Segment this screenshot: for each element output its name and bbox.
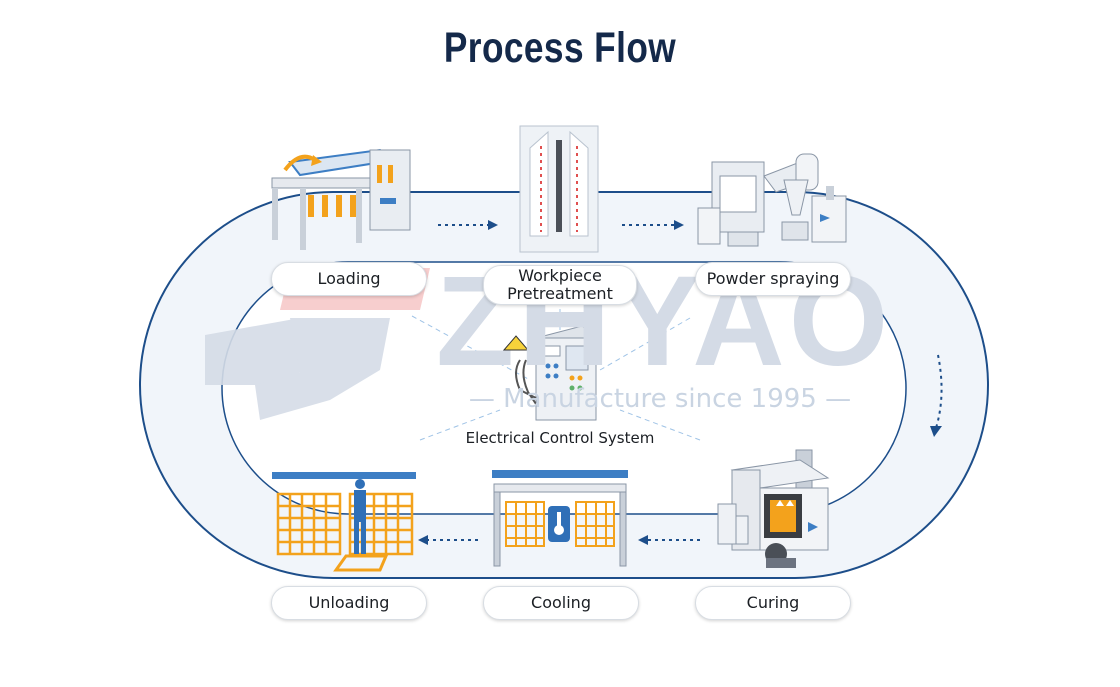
cooling-illustration bbox=[492, 470, 628, 567]
watermark-tagline: — Manufacture since 1995 — bbox=[468, 384, 852, 414]
page-title: Process Flow bbox=[443, 24, 677, 72]
control-cabinet-illustration bbox=[502, 325, 602, 421]
step-label-unloading: Unloading bbox=[271, 586, 427, 620]
step-label-pretreatment: Workpiece Pretreatment bbox=[483, 265, 637, 305]
flow-arrows bbox=[428, 224, 943, 541]
step-label-loading: Loading bbox=[271, 262, 427, 296]
unloading-illustration bbox=[272, 472, 416, 572]
step-label-curing: Curing bbox=[695, 586, 851, 620]
step-label-powder-spraying: Powder spraying bbox=[695, 262, 851, 296]
loading-station-illustration bbox=[271, 148, 411, 250]
step-label-cooling: Cooling bbox=[483, 586, 639, 620]
curing-oven-illustration bbox=[717, 449, 830, 568]
powder-spraying-illustration bbox=[697, 153, 847, 247]
center-connectors bbox=[411, 300, 701, 441]
arrow-heads bbox=[418, 220, 942, 545]
control-system-label: Electrical Control System bbox=[465, 429, 655, 447]
pretreatment-illustration bbox=[519, 125, 599, 253]
